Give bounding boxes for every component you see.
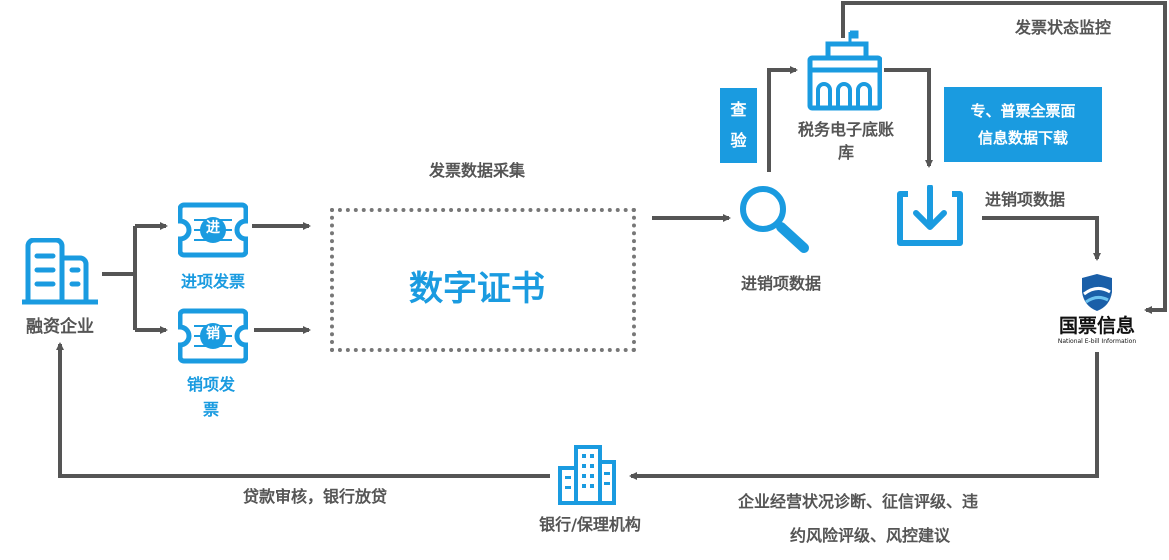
- output-invoice-ticket-icon: [178, 308, 248, 364]
- verify-box: 查 验: [720, 88, 757, 163]
- tax-db-label-line1: 税务电子底账: [797, 120, 895, 139]
- arrow-guopiao-to-bank: [629, 352, 1099, 480]
- output-invoice-label-line1: 销项发: [186, 375, 236, 394]
- guopiao-name: 国票信息: [1058, 315, 1136, 337]
- verify-line2: 验: [730, 130, 747, 150]
- diagnosis-label-line1: 企业经营状况诊断、征信评级、违: [738, 492, 979, 511]
- full-invoice-download-box: 专、普票全票面 信息数据下载: [944, 87, 1102, 162]
- guopiao-shield-logo: [1082, 274, 1112, 311]
- bank-building-icon: [558, 445, 616, 505]
- download-data-label: 进销项数据: [985, 190, 1066, 209]
- verify-line1: 查: [730, 100, 747, 120]
- download-box-line2: 信息数据下载: [977, 128, 1068, 147]
- arrow-enterprise-split: [102, 226, 137, 330]
- monitor-label: 发票状态监控: [1015, 18, 1112, 37]
- certificate-label: 数字证书: [409, 269, 545, 309]
- search-data-label: 进销项数据: [740, 274, 822, 293]
- certificate-box: [330, 208, 636, 352]
- input-invoice-ticket-icon: [178, 202, 248, 258]
- output-invoice-badge: 销: [206, 326, 220, 342]
- arrow-download-to-guopiao: [982, 216, 1101, 261]
- search-icon: [740, 186, 809, 253]
- enterprise-building-icon: [22, 238, 98, 305]
- loan-label: 贷款审核，银行放贷: [243, 487, 388, 506]
- input-invoice-label: 进项发票: [180, 272, 246, 291]
- arrow-taxdb-to-download: [884, 68, 933, 168]
- arrow-monitor-loop: [841, 1, 1167, 314]
- diagnosis-label-line2: 约风险评级、风控建议: [790, 526, 951, 545]
- collection-label: 发票数据采集: [428, 161, 526, 180]
- guopiao-english-name: National E-bill Information: [1057, 338, 1137, 345]
- download-icon: [897, 185, 963, 246]
- tax-db-label-line2: 库: [837, 143, 855, 162]
- download-box-line1: 专、普票全票面: [970, 101, 1076, 120]
- arrow-search-to-taxdb: [767, 66, 798, 172]
- arrow-bank-to-enterprise: [56, 342, 550, 478]
- tax-bureau-building-icon: [807, 30, 882, 111]
- input-invoice-badge: 进: [206, 220, 220, 236]
- output-invoice-label-line2: 票: [202, 400, 220, 419]
- bank-label: 银行/保理机构: [539, 515, 641, 534]
- enterprise-label: 融资企业: [26, 317, 94, 337]
